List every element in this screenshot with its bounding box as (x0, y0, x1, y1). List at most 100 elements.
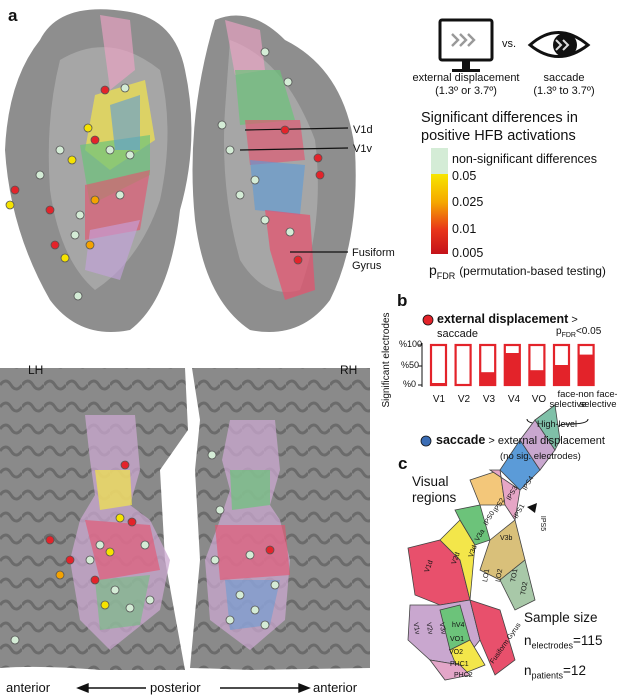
ytick-0: %0 (403, 379, 417, 389)
visual-regions-map (407, 404, 561, 681)
bar-fill-3 (504, 353, 520, 385)
left-hemisphere-flat (0, 368, 188, 670)
legend-blue-bold: saccade (436, 433, 486, 447)
p-subscript: FDR (436, 270, 456, 281)
visual-regions-title: Visual regions (412, 474, 456, 506)
vs-label: vs. (502, 38, 517, 50)
region-ips5: IPS5 (539, 515, 547, 532)
condition-saccade-range: (1.3º to 3.7º) (533, 85, 595, 97)
panel-label-b: b (397, 291, 408, 310)
label-fusiform-line2: Gyrus (352, 260, 382, 272)
region-phc2: PHC2 (454, 672, 473, 679)
electrode-dots-bottom (10, 450, 280, 645)
blue-legend-dot (420, 435, 432, 447)
left-hemisphere-medial (5, 9, 192, 332)
legend-title-line2: positive HFB activations (421, 128, 576, 144)
monitor-icon (438, 18, 494, 72)
p-note-value: <0.05 (575, 326, 602, 337)
red-legend-dot (422, 314, 434, 326)
v1v-pointer (239, 147, 349, 151)
label-lh: LH (28, 363, 44, 377)
region-hv4: hV4 (452, 622, 465, 629)
bar-outline-1 (454, 343, 472, 387)
region-vo2: VO2 (449, 649, 464, 656)
xtick-v2: V2 (457, 394, 471, 405)
n-electrodes-sub: electrodes (531, 640, 574, 651)
bar-fill-2 (480, 372, 496, 385)
legend-color-bar (431, 174, 448, 254)
p-note-letter: p (556, 326, 562, 337)
label-fusiform-line1: Fusiform (352, 247, 395, 259)
v1d-pointer (244, 127, 349, 131)
n-patients-value: =12 (563, 663, 586, 678)
bar-fill-6 (578, 354, 594, 385)
bar-fill-5 (554, 365, 569, 385)
high-level-label: High-level (537, 419, 578, 429)
xtick-v1: V1 (432, 394, 446, 405)
right-hemisphere-flat (190, 368, 370, 670)
panel-b-axes (418, 343, 423, 387)
legend-p-label: pFDR (permutation-based testing) (429, 262, 606, 281)
region-phc1: PHC1 (450, 661, 469, 668)
legend-title: Significant differences in positive HFB … (421, 109, 578, 145)
bar-fill-0 (431, 383, 446, 385)
xtick-vo: VO (531, 394, 547, 405)
xtick-v3: V3 (482, 394, 496, 405)
right-hemisphere-medial (192, 15, 356, 332)
electrode-dots-top (5, 47, 325, 301)
p-threshold-note: pFDR<0.05 (556, 326, 601, 339)
ips5-arrow (527, 503, 537, 513)
legend-blue-text: saccade > external displacement (436, 433, 605, 447)
n-patients: npatients=12 (524, 663, 586, 681)
condition-external: external displacement (1.3º or 3.7º) (403, 72, 529, 98)
sample-size-title: Sample size (524, 610, 598, 625)
ytick-50: %50 (401, 360, 420, 370)
label-posterior: posterior (150, 680, 201, 695)
label-v1d: V1d (353, 124, 373, 136)
legend-nonsig-swatch (431, 148, 448, 174)
bar-fill-4 (529, 370, 545, 385)
no-sig-note: (no sig. electrodes) (500, 451, 581, 462)
legend-red-text: external displacement > saccade (437, 312, 617, 340)
legend-tick-005: 0.05 (452, 169, 477, 183)
label-v1v: V1v (353, 143, 372, 155)
xtick-face-selective: face-selective (549, 389, 587, 410)
xtick-v4: V4 (507, 394, 521, 405)
ytick-100: %100 (399, 339, 423, 349)
condition-external-range: (1.3º or 3.7º) (435, 85, 497, 97)
label-fusiform: Fusiform Gyrus (352, 247, 395, 273)
n-patients-letter: n (524, 663, 532, 678)
p-note-subscript: FDR (561, 332, 576, 339)
panel-label-c: c (398, 454, 408, 473)
p-letter: p (429, 262, 437, 278)
legend-tick-0005: 0.005 (452, 246, 484, 260)
n-electrodes-letter: n (524, 633, 532, 648)
bar-outline-0 (429, 343, 448, 387)
legend-red-bold: external displacement (437, 312, 569, 326)
n-electrodes: nelectrodes=115 (524, 633, 602, 651)
region-v3b: V3b (500, 535, 513, 542)
condition-external-label: external displacement (412, 72, 520, 84)
visual-regions-title-line2: regions (412, 490, 457, 505)
p-description: (permutation-based testing) (459, 264, 606, 278)
legend-tick-0025: 0.025 (452, 195, 484, 209)
n-electrodes-value: =115 (573, 633, 603, 648)
legend-nonsig-label: non-significant differences (452, 152, 597, 166)
legend-tick-001: 0.01 (452, 222, 477, 236)
legend-red-rest: > saccade (437, 314, 578, 340)
legend-blue-rest: > external displacement (485, 435, 605, 447)
label-rh: RH (340, 363, 358, 377)
label-anterior-right: anterior (313, 680, 358, 695)
n-patients-sub: patients (531, 670, 564, 681)
xtick-non-face-selective: non face-selective (578, 389, 617, 410)
region-vo1: VO1 (450, 636, 465, 643)
panel-b-bars (429, 343, 595, 387)
chart-ylabel: Significant electrodes (381, 312, 392, 408)
condition-saccade: saccade (1.3º to 3.7º) (524, 72, 604, 98)
panel-label-a: a (8, 6, 18, 25)
visual-regions-title-line1: Visual (412, 474, 449, 489)
axis-arrows (76, 682, 311, 694)
eye-icon (527, 31, 591, 58)
legend-title-line1: Significant differences in (421, 110, 578, 126)
